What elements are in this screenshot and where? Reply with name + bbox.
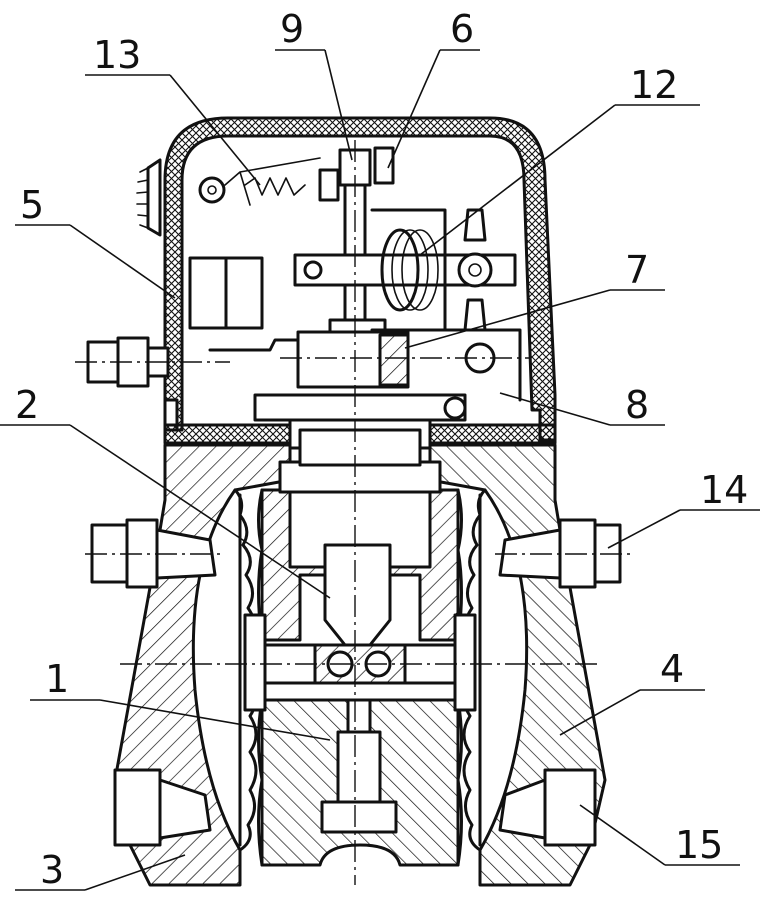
- callout-label: 6: [450, 7, 474, 51]
- callout-9: 9: [275, 7, 353, 161]
- callout-13: 13: [85, 33, 261, 186]
- bolt-right-lower: [498, 768, 597, 847]
- switch-block-7: [188, 256, 496, 422]
- callout-label: 3: [40, 848, 64, 892]
- callout-4: 4: [559, 647, 705, 736]
- callout-label: 2: [15, 383, 39, 427]
- cable-gland: [75, 336, 230, 388]
- bolt-left-lower: [113, 768, 212, 847]
- callout-12: 12: [419, 63, 700, 256]
- callout-5: 5: [15, 183, 176, 299]
- callout-15: 15: [579, 804, 740, 867]
- spring-assembly: [198, 146, 395, 206]
- upper-piston: [278, 428, 442, 647]
- adjustment-knob: [136, 158, 162, 237]
- callout-label: 14: [700, 468, 748, 512]
- callout-2: 2: [0, 383, 331, 599]
- lower-stem: [320, 698, 398, 834]
- callout-label: 8: [625, 383, 649, 427]
- callout-label: 5: [20, 183, 44, 227]
- callout-label: 15: [675, 823, 723, 867]
- callout-1: 1: [30, 657, 331, 741]
- callout-label: 12: [630, 63, 678, 107]
- callout-label: 4: [660, 647, 684, 691]
- callout-14: 14: [607, 468, 760, 549]
- callout-6: 6: [387, 7, 480, 169]
- callout-8: 8: [499, 383, 665, 427]
- callout-3: 3: [15, 848, 186, 892]
- callout-label: 13: [93, 33, 141, 77]
- callout-label: 9: [280, 7, 304, 51]
- callout-label: 1: [45, 657, 69, 701]
- bolt-left-upper: [85, 518, 225, 589]
- coil-spring-12: [293, 208, 517, 332]
- callout-label: 7: [625, 248, 649, 292]
- callout-7: 7: [404, 248, 665, 349]
- bolt-right-upper: [495, 518, 630, 589]
